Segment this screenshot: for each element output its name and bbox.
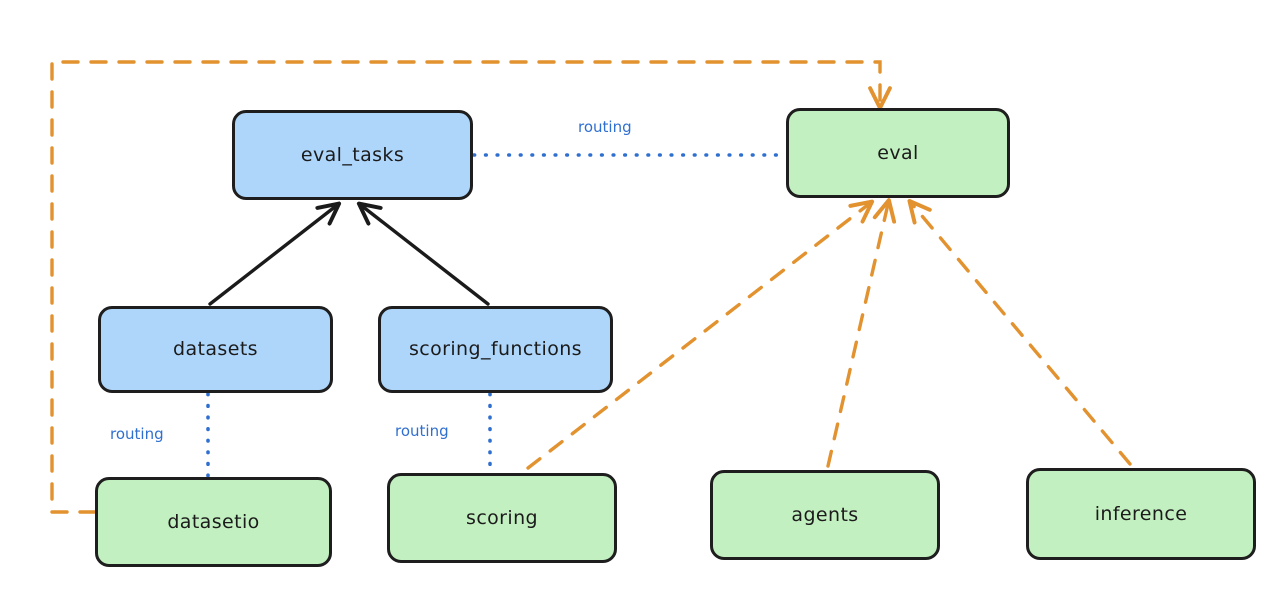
node-eval-tasks[interactable]: eval_tasks bbox=[232, 110, 473, 200]
edge-label-routing-datasets: routing bbox=[110, 425, 164, 443]
node-agents-label: agents bbox=[791, 503, 859, 526]
edge-datasetio-to-eval bbox=[50, 60, 892, 514]
node-inference[interactable]: inference bbox=[1026, 468, 1256, 560]
node-eval[interactable]: eval bbox=[786, 108, 1010, 198]
node-datasetio[interactable]: datasetio bbox=[95, 477, 332, 567]
node-inference-label: inference bbox=[1094, 502, 1188, 525]
edge-label-routing-eval-tasks: routing bbox=[578, 118, 632, 136]
node-agents[interactable]: agents bbox=[710, 470, 940, 560]
node-datasets[interactable]: datasets bbox=[98, 306, 333, 393]
edge-label-routing-scoring-functions: routing bbox=[395, 422, 449, 440]
node-eval-tasks-label: eval_tasks bbox=[300, 143, 405, 166]
edge-scoring-functions-to-eval-tasks bbox=[356, 201, 490, 306]
edge-agents-to-eval bbox=[826, 198, 897, 468]
node-datasetio-label: datasetio bbox=[167, 510, 260, 533]
edge-datasets-to-eval-tasks bbox=[208, 201, 342, 306]
node-scoring-functions[interactable]: scoring_functions bbox=[378, 306, 613, 393]
node-eval-label: eval bbox=[877, 141, 919, 164]
edge-scoring-to-eval bbox=[526, 199, 875, 470]
edge-inference-to-eval bbox=[907, 198, 1132, 466]
node-scoring[interactable]: scoring bbox=[387, 473, 617, 563]
node-datasets-label: datasets bbox=[173, 338, 258, 361]
node-scoring-label: scoring bbox=[466, 506, 538, 529]
node-scoring-functions-label: scoring_functions bbox=[409, 338, 582, 361]
